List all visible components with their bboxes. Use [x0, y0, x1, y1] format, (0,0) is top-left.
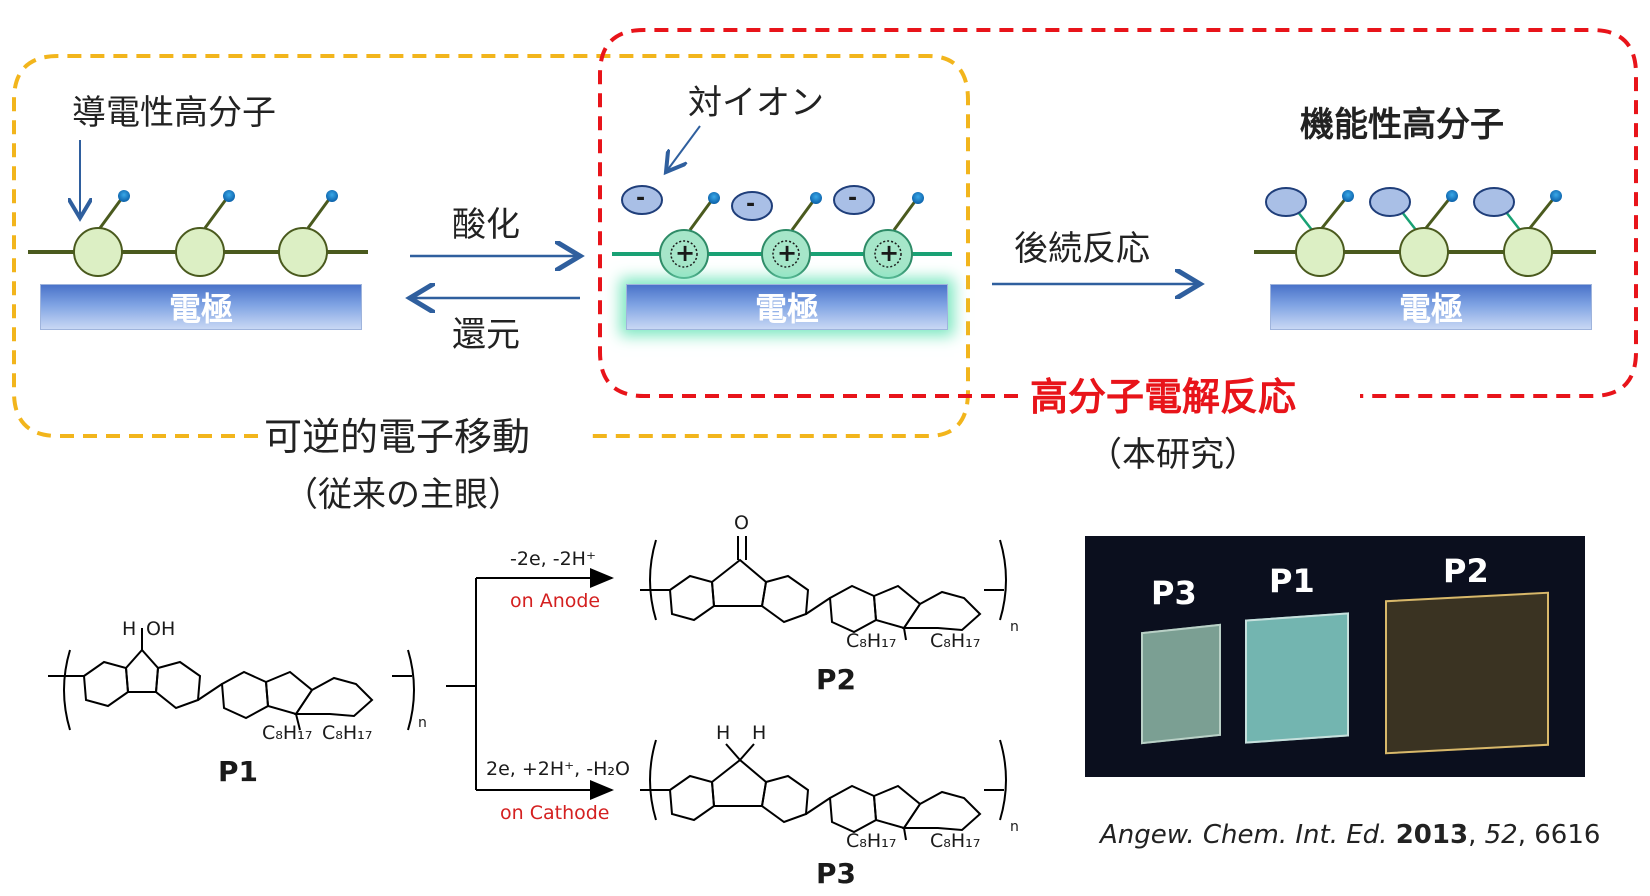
cathode-conditions: 2e, +2H⁺, -H₂O	[486, 758, 630, 780]
p3-alkyl-left: C₈H₁₇	[846, 830, 897, 852]
conductive-polymer-label: 導電性高分子	[72, 93, 276, 133]
citation-page: 6616	[1534, 820, 1601, 850]
p1-repeat-n: n	[418, 715, 427, 731]
p1-oh-group: OH	[146, 618, 176, 640]
photo-label-p3: P3	[1151, 574, 1197, 612]
plus-sign: +	[777, 239, 798, 267]
minus-sign: -	[848, 186, 858, 211]
film-p3	[1141, 623, 1221, 745]
plus-sign: +	[879, 239, 900, 267]
yellow-dashed-box	[12, 54, 970, 438]
p1-alkyl-right: C₈H₁₇	[322, 722, 373, 744]
citation-volume: 52	[1484, 820, 1518, 850]
reversible-subtitle: （従来の主眼）	[284, 475, 522, 515]
reversible-title: 可逆的電子移動	[264, 415, 531, 459]
p1-h-atom: H	[122, 618, 137, 640]
counter-ion-pointer-arrow	[666, 125, 701, 172]
film-p1	[1245, 612, 1349, 744]
minus-sign: -	[746, 192, 756, 217]
photo-label-p1: P1	[1269, 562, 1315, 600]
p2-alkyl-right: C₈H₁₇	[930, 630, 981, 652]
oxidized-polymer-middle	[612, 185, 952, 279]
p3-alkyl-right: C₈H₁₇	[930, 830, 981, 852]
anode-conditions: -2e, -2H⁺	[510, 548, 596, 570]
functional-polymer-label: 機能性高分子	[1300, 105, 1504, 145]
electrode-middle: 電極	[626, 284, 948, 330]
photo-label-p2: P2	[1443, 552, 1489, 590]
cathode-label: on Cathode	[500, 802, 610, 824]
p2-ketone-oxygen: O	[734, 512, 749, 534]
p2-repeat-n: n	[1010, 619, 1019, 635]
functional-polymer-right	[1254, 187, 1596, 277]
electrolysis-title: 高分子電解反応	[1030, 375, 1297, 419]
p3-repeat-n: n	[1010, 819, 1019, 835]
p3-h-atom-right: H	[752, 722, 767, 744]
p1-label: P1	[218, 755, 259, 788]
oxidation-label: 酸化	[452, 205, 520, 245]
reduction-label: 還元	[452, 315, 520, 355]
reaction-scheme	[48, 536, 1007, 841]
counter-ion-label: 対イオン	[688, 83, 824, 123]
film-p2	[1385, 591, 1549, 755]
red-dashed-box	[598, 28, 1638, 398]
electrode-left: 電極	[40, 284, 362, 330]
anode-label: on Anode	[510, 590, 601, 612]
p3-h-atom-left: H	[716, 722, 731, 744]
film-photo: P3 P1 P2	[1085, 536, 1585, 777]
p2-alkyl-left: C₈H₁₇	[846, 630, 897, 652]
neutral-polymer-left	[28, 190, 368, 277]
minus-sign: -	[636, 186, 646, 211]
p3-label: P3	[816, 857, 857, 890]
p2-label: P2	[816, 663, 857, 696]
citation-year: 2013	[1395, 820, 1469, 850]
electrolysis-subtitle: （本研究）	[1088, 435, 1258, 475]
citation-journal: Angew. Chem. Int. Ed.	[1100, 820, 1388, 850]
plus-sign: +	[675, 239, 696, 267]
electrode-right: 電極	[1270, 284, 1592, 330]
followup-label: 後続反応	[1014, 229, 1150, 269]
citation: Angew. Chem. Int. Ed. 2013, 52, 6616	[1100, 820, 1601, 850]
p1-alkyl-left: C₈H₁₇	[262, 722, 313, 744]
